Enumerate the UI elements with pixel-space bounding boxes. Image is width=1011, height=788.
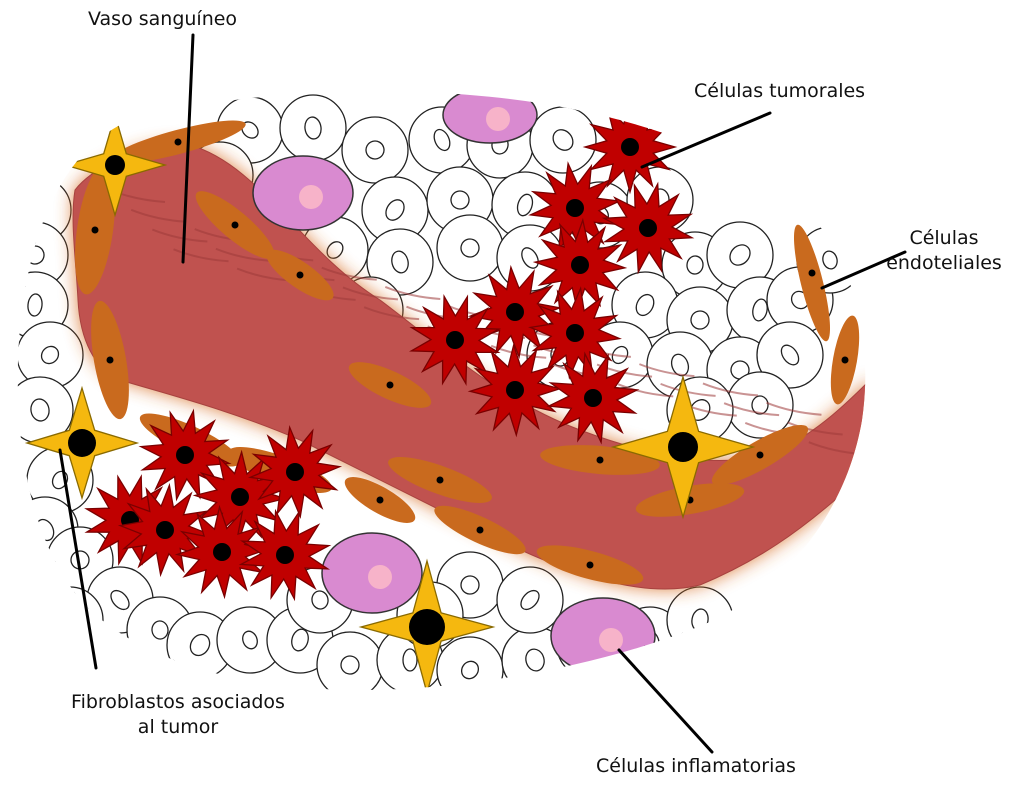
label-blood-vessel: Vaso sanguíneo [88,7,237,32]
tissue-section [2,87,880,703]
normal-cell [530,107,596,173]
label-tumor-cells: Células tumorales [694,79,865,104]
normal-cell [280,95,346,161]
label-cafs: Fibroblastos asociados al tumor [58,690,298,740]
leader-inflammatory-cells [619,650,712,752]
normal-cell [437,215,503,281]
inflammatory-cell [443,87,537,143]
normal-cell [342,117,408,183]
inflammatory-cell [253,156,353,230]
normal-cell [317,632,383,698]
inflammatory-cell [551,598,655,674]
label-endothelial-line1: Células [884,226,1004,251]
label-cafs-line1: Fibroblastos asociados [58,690,298,715]
normal-cell [667,587,733,653]
label-inflammatory-cells: Células inflamatorias [596,754,796,779]
leader-tumor-cells [642,113,770,167]
label-cafs-line2: al tumor [58,715,298,740]
normal-cell [437,637,503,703]
label-endothelial-cells: Células endoteliales [884,226,1004,276]
normal-cell [5,177,71,243]
inflammatory-cell [322,533,422,613]
label-endothelial-line2: endoteliales [884,251,1004,276]
